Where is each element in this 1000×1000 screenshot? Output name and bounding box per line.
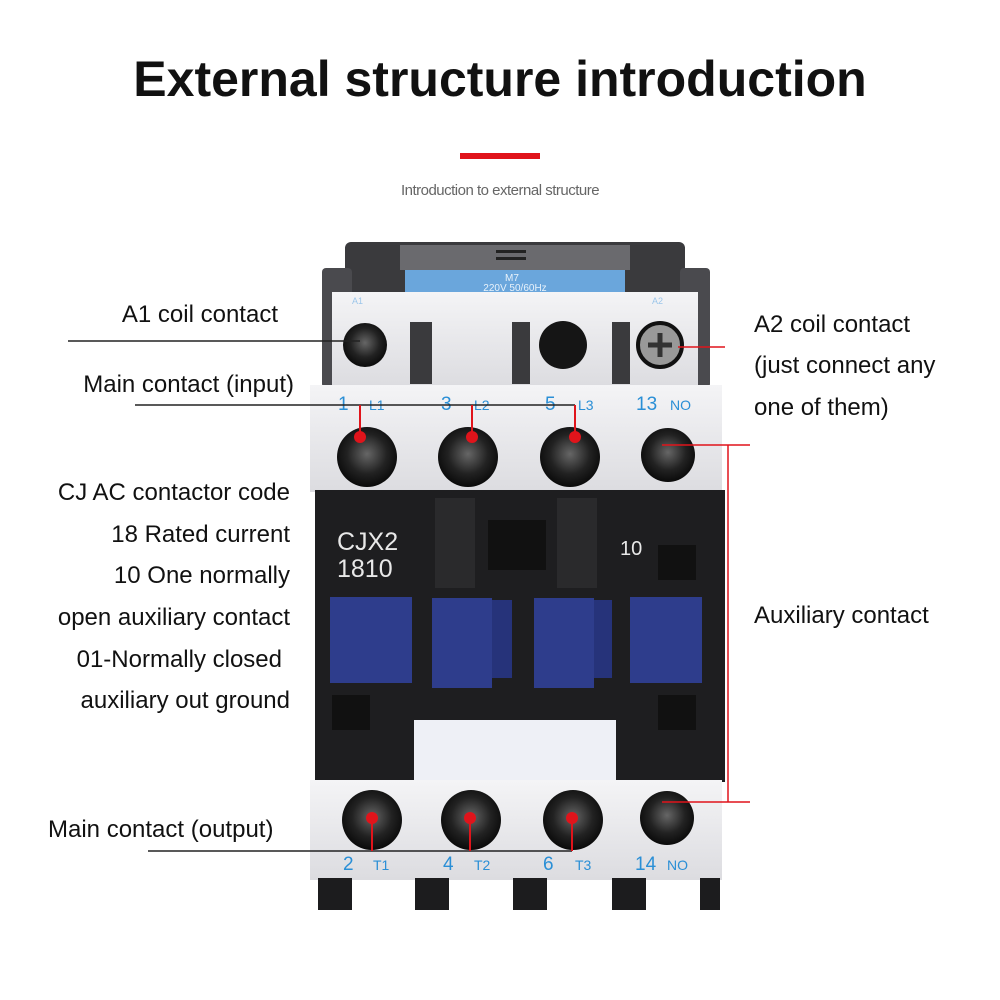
- coil-voltage: 220V 50/60Hz: [483, 283, 546, 294]
- svg-text:CJ AC contactor code: CJ AC contactor code: [58, 479, 290, 506]
- svg-text:NO: NO: [670, 397, 691, 413]
- svg-text:NO: NO: [667, 857, 688, 873]
- aux-block-right: [630, 597, 702, 683]
- title-accent-bar: [460, 153, 540, 159]
- callout-a1-coil: A1 coil contact: [122, 301, 278, 328]
- aux-code: 10: [620, 538, 642, 560]
- svg-text:2: 2: [343, 854, 354, 875]
- svg-text:10 One normally: 10 One normally: [114, 562, 290, 589]
- model-code: CJX2: [337, 528, 398, 556]
- svg-text:T3: T3: [575, 857, 592, 873]
- coil-a2-mark: A2: [652, 296, 663, 306]
- callout-dots: [354, 431, 581, 824]
- svg-text:A2 coil contact: A2 coil contact: [754, 311, 910, 338]
- page-title: External structure introduction: [133, 51, 866, 107]
- coil-a1-mark: A1: [352, 296, 363, 306]
- auxiliary-leader: [662, 444, 750, 803]
- terminal-6-T3: 6 T3: [543, 854, 592, 875]
- svg-text:T2: T2: [474, 857, 491, 873]
- subtitle: Introduction to external structure: [401, 182, 599, 199]
- svg-text:auxiliary out ground: auxiliary out ground: [81, 687, 290, 714]
- svg-text:18 Rated current: 18 Rated current: [111, 521, 290, 548]
- svg-text:T1: T1: [373, 857, 390, 873]
- model-rating: 1810: [337, 555, 393, 583]
- coil-model: M7: [505, 273, 519, 284]
- aux-block-left: [330, 597, 412, 683]
- callout-model-code: CJ AC contactor code 18 Rated current 10…: [58, 479, 290, 714]
- terminal-2-T1: 2 T1: [343, 854, 390, 875]
- callout-a2-coil: A2 coil contact (just connect any one of…: [754, 311, 935, 421]
- svg-text:L3: L3: [578, 397, 594, 413]
- svg-text:one of them): one of them): [754, 394, 889, 421]
- label-window: [414, 720, 616, 790]
- svg-text:6: 6: [543, 854, 554, 875]
- terminal-4-T2: 4 T2: [443, 854, 491, 875]
- svg-text:01-Normally closed: 01-Normally closed: [77, 646, 282, 673]
- coil-label: [405, 270, 625, 292]
- svg-text:14: 14: [635, 854, 657, 875]
- svg-text:4: 4: [443, 854, 454, 875]
- svg-text:open auxiliary contact: open auxiliary contact: [58, 604, 290, 631]
- svg-text:(just connect any: (just connect any: [754, 352, 935, 379]
- svg-text:13: 13: [636, 394, 657, 415]
- callout-main-output: Main contact (output): [48, 816, 273, 843]
- terminal-14-NO: 14 NO: [635, 854, 688, 875]
- terminal-13-NO: 13 NO: [636, 394, 691, 415]
- callout-main-input: Main contact (input): [83, 371, 294, 398]
- callout-auxiliary-contact: Auxiliary contact: [754, 602, 929, 629]
